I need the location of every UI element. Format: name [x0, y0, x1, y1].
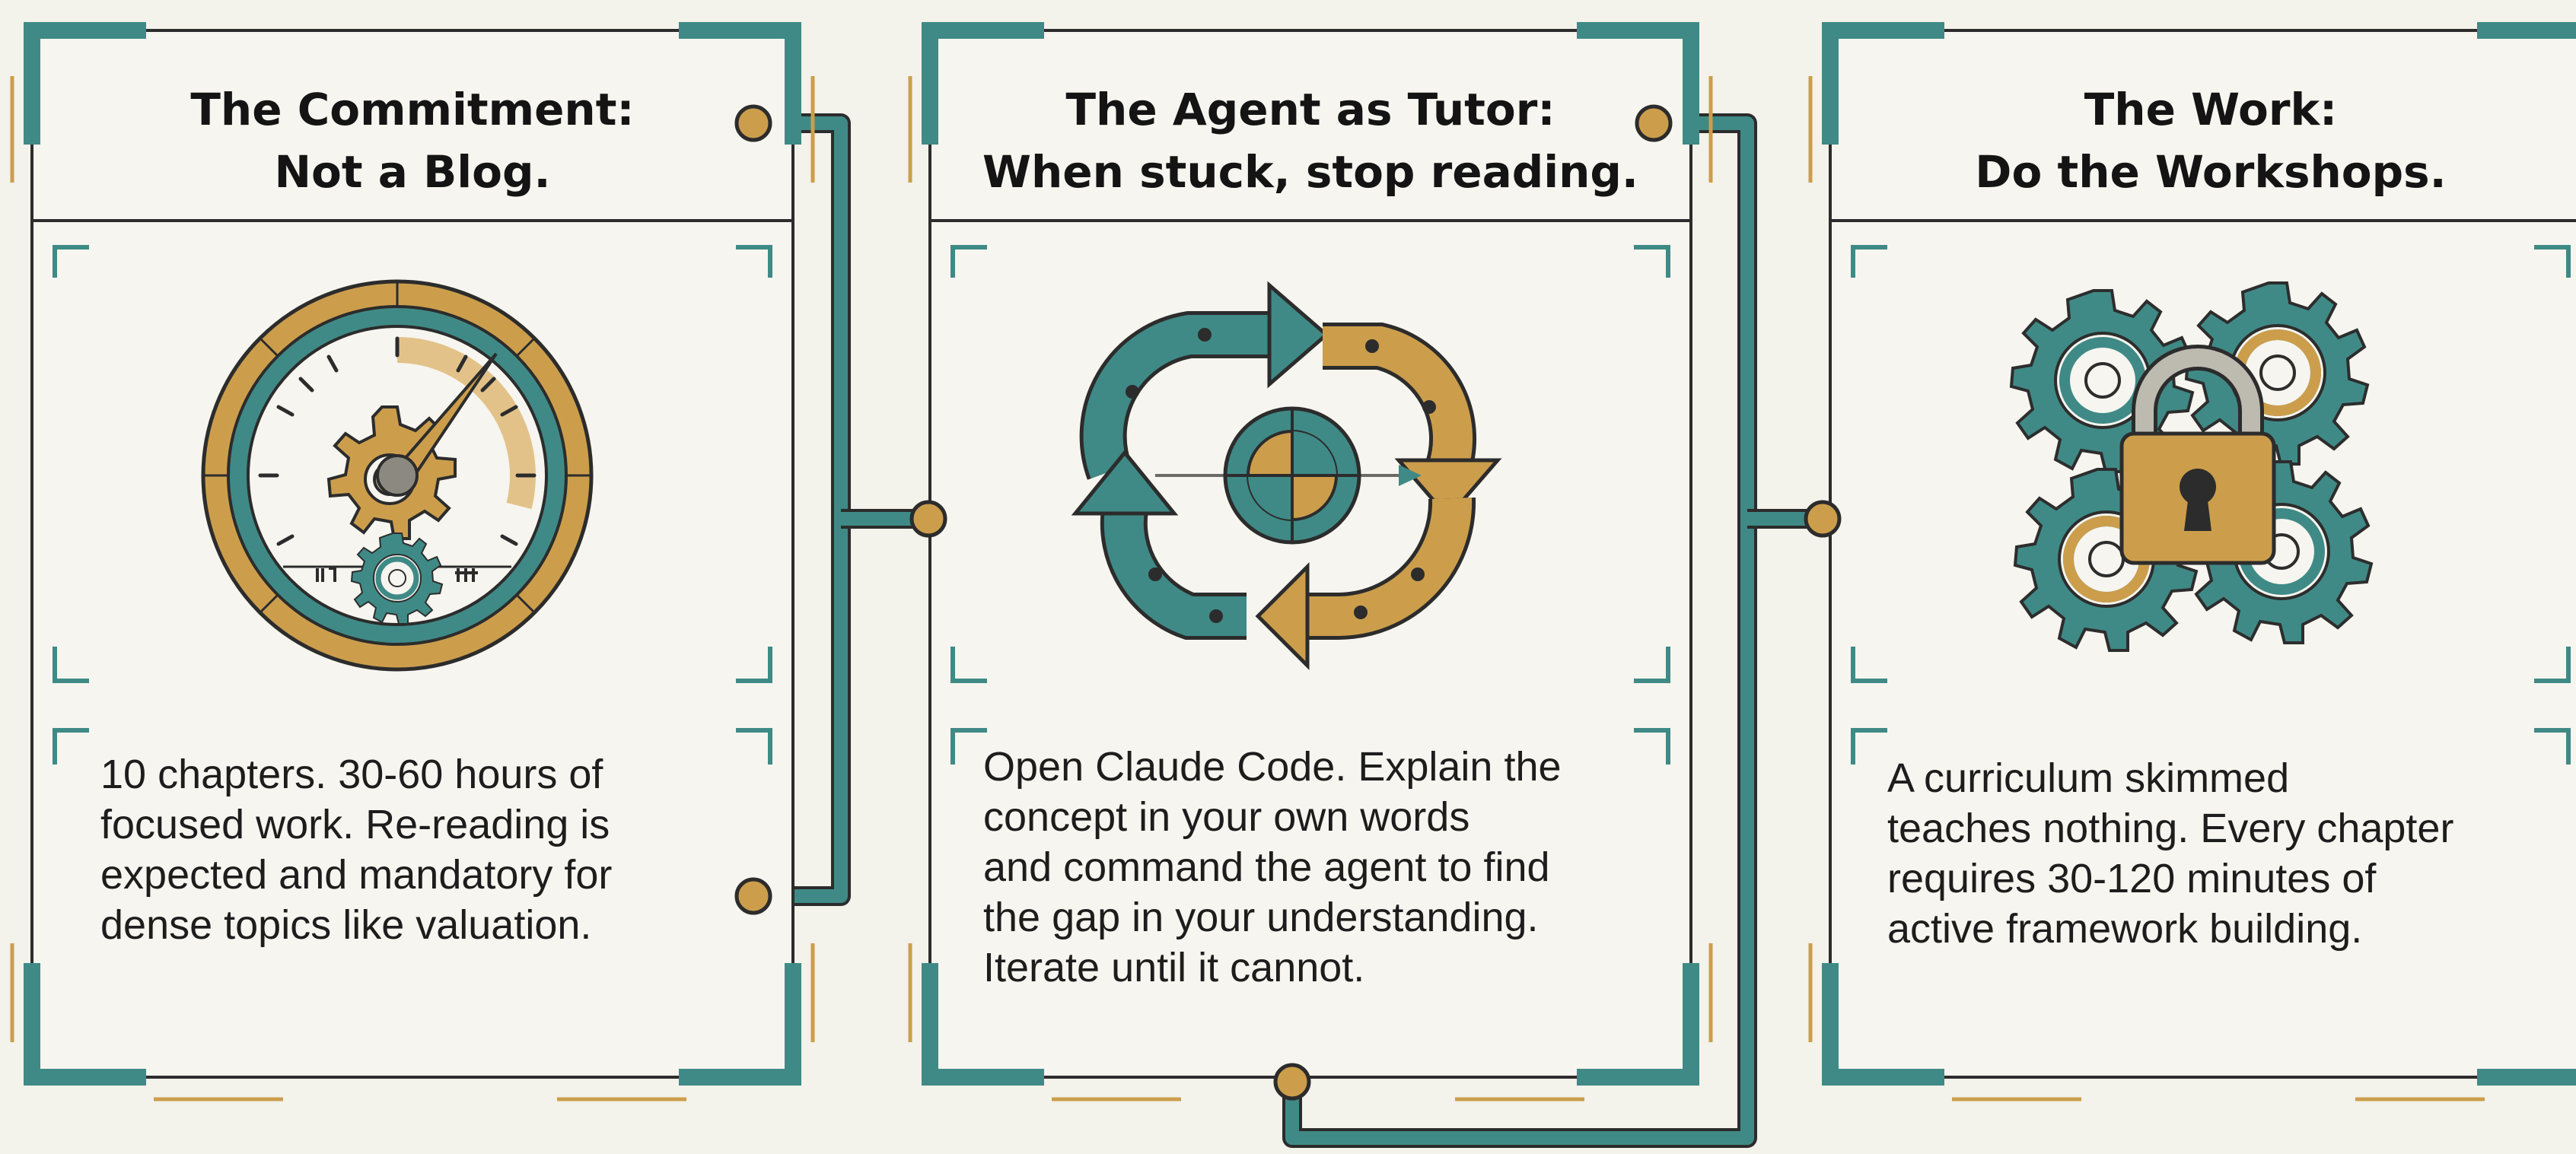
panel-commitment: The Commitment: Not a Blog. 10 chapters.… [32, 30, 793, 1077]
feedback-loop-arrows-icon [1071, 281, 1502, 671]
title-line: The Commitment: [190, 84, 635, 135]
gauge-with-gears-icon [201, 279, 594, 672]
body-line: the gap in your understanding. [983, 895, 1539, 940]
body-line: teaches nothing. Every chapter [1887, 806, 2454, 851]
body-line: requires 30-120 minutes of [1887, 856, 2377, 901]
gears-with-padlock-icon [2011, 283, 2371, 650]
panel-title: The Work: Do the Workshops. [1830, 65, 2576, 217]
title-line: When stuck, stop reading. [982, 146, 1638, 198]
panel-body: 10 chapters. 30-60 hours of focused work… [100, 749, 747, 950]
body-line: active framework building. [1887, 906, 2363, 952]
body-line: focused work. Re-reading is [100, 802, 610, 847]
panel-body: Open Claude Code. Explain the concept in… [983, 742, 1645, 993]
title-line: Do the Workshops. [1975, 146, 2447, 198]
title-line: Not a Blog. [274, 146, 551, 198]
title-line: The Agent as Tutor: [1065, 84, 1555, 135]
body-line: expected and mandatory for [100, 852, 613, 898]
body-line: Open Claude Code. Explain the [983, 744, 1562, 790]
body-line: A curriculum skimmed [1887, 755, 2290, 801]
body-line: concept in your own words [983, 794, 1470, 840]
panel-work: The Work: Do the Workshops. A curriculum… [1830, 30, 2576, 1077]
body-line: and command the agent to find [983, 844, 1550, 890]
body-line: dense topics like valuation. [100, 902, 592, 948]
body-line: 10 chapters. 30-60 hours of [100, 752, 603, 797]
panel-title: The Commitment: Not a Blog. [32, 65, 793, 217]
connector-nodes [734, 104, 1842, 1101]
panel-title: The Agent as Tutor: When stuck, stop rea… [930, 65, 1691, 217]
title-line: The Work: [2084, 84, 2338, 135]
panel-tutor: The Agent as Tutor: When stuck, stop rea… [930, 30, 1691, 1077]
body-line: Iterate until it cannot. [983, 945, 1365, 990]
panel-body: A curriculum skimmed teaches nothing. Ev… [1887, 753, 2546, 954]
